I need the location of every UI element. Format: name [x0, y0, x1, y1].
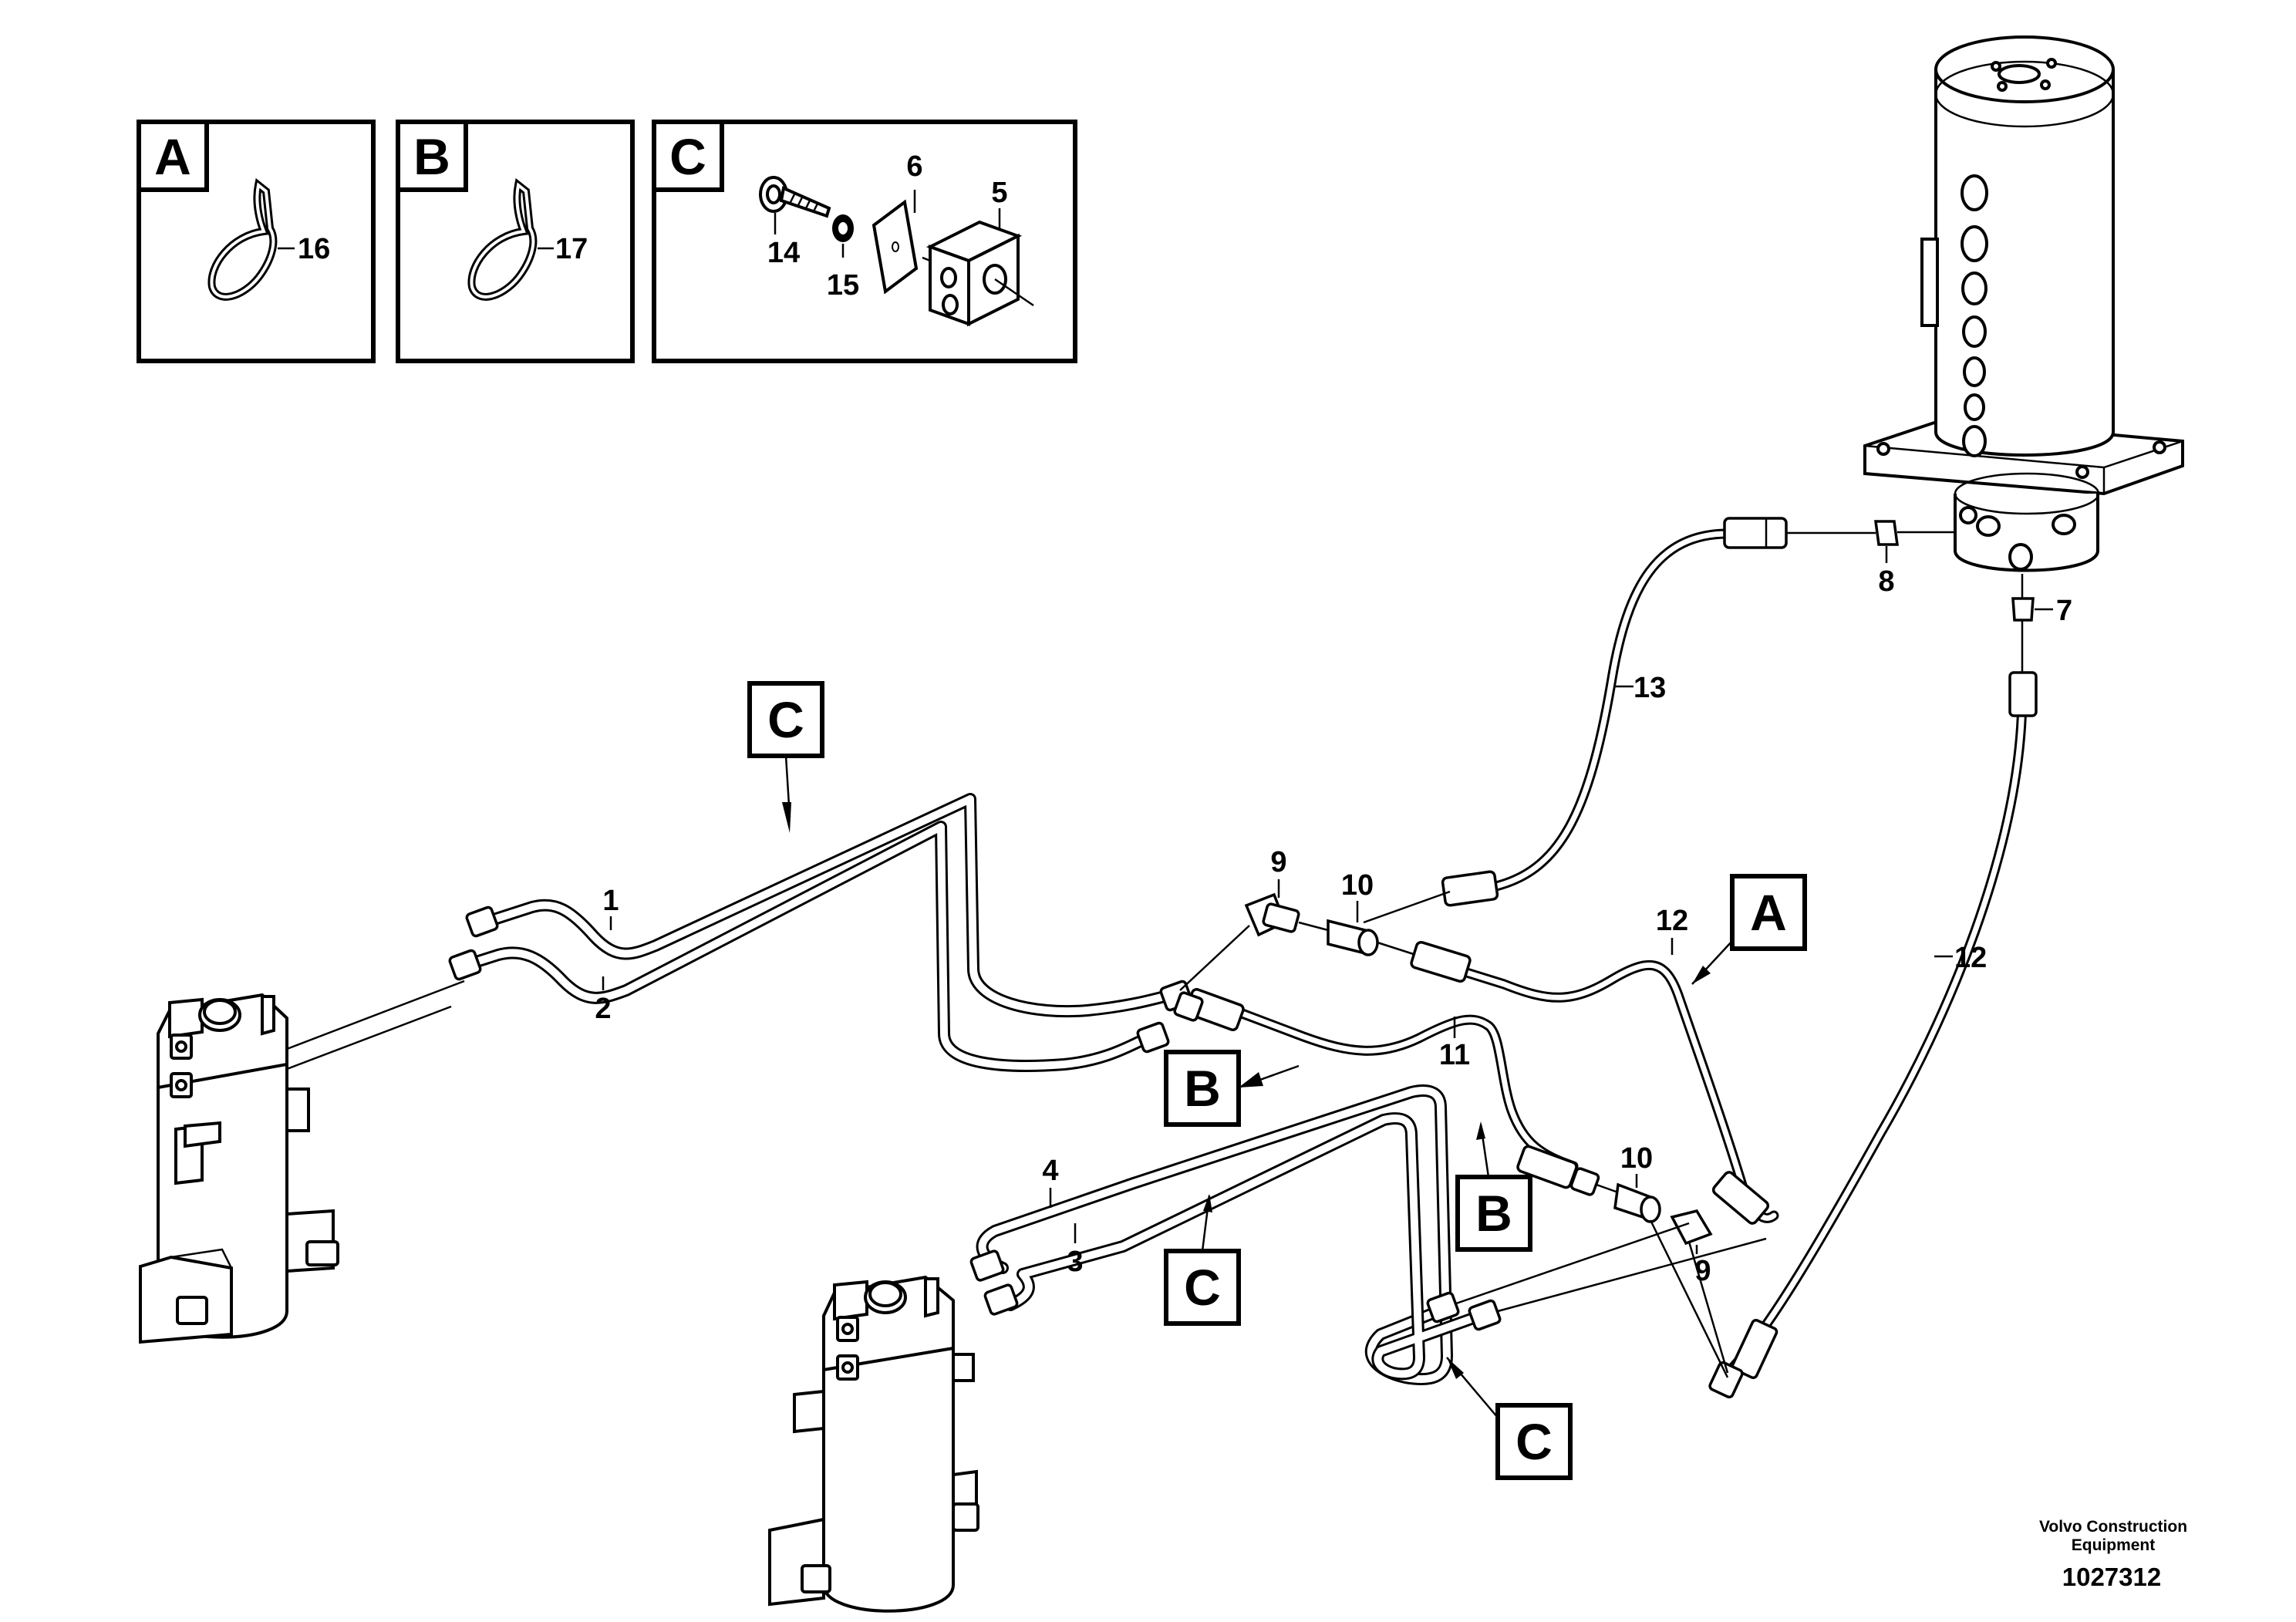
pipes-3-4	[969, 1084, 1767, 1386]
detail-box-b: B 17	[396, 120, 635, 363]
left-valve-cylinder	[139, 980, 465, 1344]
hose-11	[1173, 987, 1600, 1196]
detail-box-c-letter: C	[669, 128, 706, 185]
detail-box-a: A 16	[137, 120, 376, 363]
pipes-1-2	[448, 793, 1193, 1072]
callout-4: 4	[1042, 1155, 1058, 1187]
right-valve-cylinder	[768, 1275, 979, 1613]
hose-12-right	[1708, 671, 2038, 1399]
callout-8: 8	[1878, 565, 1894, 598]
callout-10-lower: 10	[1620, 1142, 1653, 1175]
detail-box-b-letter: B	[413, 128, 450, 185]
cable-tie-17-icon	[467, 177, 538, 301]
callout-15: 15	[827, 269, 859, 302]
svg-text:C: C	[1515, 1413, 1553, 1470]
washer-15-icon	[832, 214, 854, 242]
callout-5: 5	[991, 177, 1007, 209]
callout-12-right: 12	[1954, 942, 1987, 974]
svg-text:A: A	[1750, 884, 1787, 941]
callout-16: 16	[298, 233, 330, 265]
fitting-8-icon	[1874, 520, 1955, 546]
callout-6: 6	[906, 150, 922, 183]
bolt-14-icon	[759, 176, 831, 218]
callout-7: 7	[2056, 595, 2072, 627]
view-marker-c-bottom: C	[1446, 1357, 1573, 1480]
plate-6-icon	[872, 199, 919, 295]
detail-box-c: C 14 15 6	[652, 120, 1077, 363]
callout-1: 1	[602, 885, 619, 917]
view-marker-b-right: B	[1455, 1121, 1532, 1252]
center-fittings	[1179, 890, 1451, 991]
lower-fittings	[1596, 1182, 1729, 1378]
view-marker-c-middle: C	[1164, 1194, 1241, 1326]
brand-line-1: Volvo Construction	[2039, 1518, 2187, 1536]
svg-text:C: C	[767, 691, 804, 748]
callout-17: 17	[555, 233, 588, 265]
cable-tie-16-icon	[207, 177, 278, 301]
center-swivel-joint	[1863, 35, 2184, 572]
callout-12-middle: 12	[1656, 905, 1688, 937]
callout-11: 11	[1439, 1039, 1470, 1071]
callout-10-center: 10	[1341, 869, 1374, 902]
bracket-block-5-icon	[922, 220, 1034, 327]
callout-2: 2	[595, 993, 611, 1025]
callout-9-center: 9	[1270, 846, 1286, 878]
drawing-number: 1027312	[2062, 1563, 2161, 1591]
brand-line-2: Equipment	[2072, 1536, 2156, 1554]
callout-3: 3	[1067, 1246, 1083, 1278]
callout-13: 13	[1633, 672, 1666, 704]
hose-12-middle	[1410, 940, 1779, 1225]
svg-text:C: C	[1184, 1259, 1221, 1316]
callout-14: 14	[767, 237, 800, 269]
svg-text:B: B	[1184, 1060, 1221, 1117]
fitting-7-icon	[2011, 574, 2035, 679]
svg-text:B: B	[1475, 1185, 1512, 1242]
view-marker-a: A	[1691, 874, 1807, 985]
view-marker-c-top: C	[747, 681, 824, 833]
view-marker-b-left: B	[1164, 1050, 1300, 1127]
detail-box-a-letter: A	[154, 128, 191, 185]
callout-9-lower: 9	[1694, 1255, 1711, 1287]
hose-13	[1441, 517, 1876, 907]
